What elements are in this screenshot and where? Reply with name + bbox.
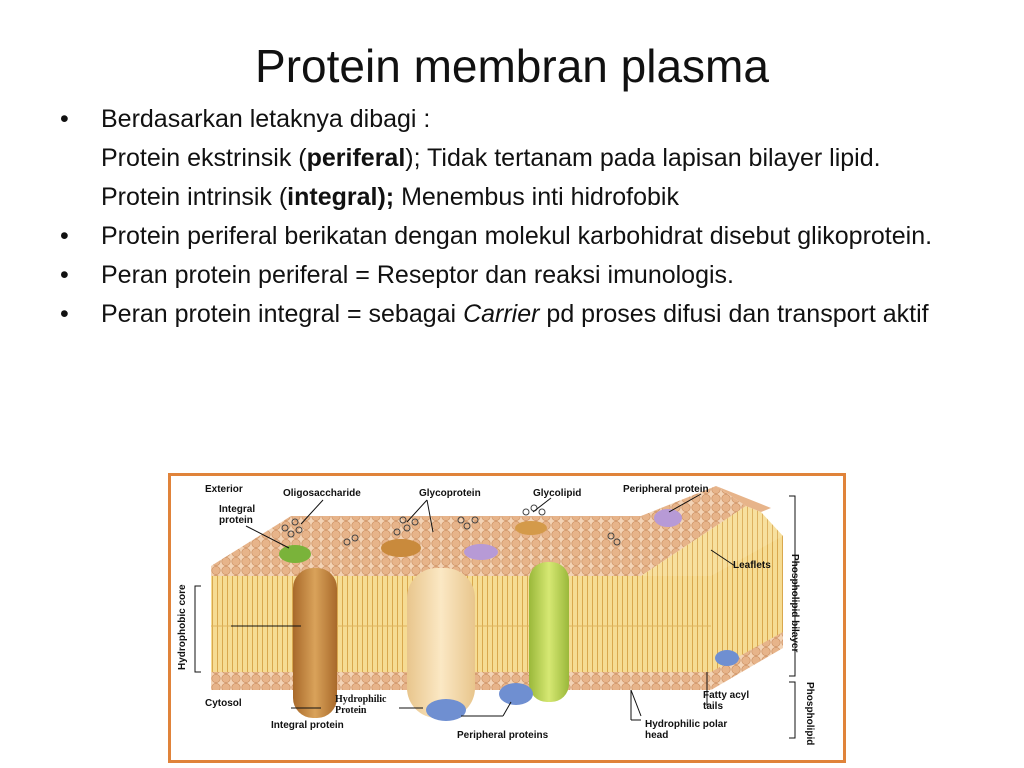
bullet-list: • Berdasarkan letaknya dibagi : Protein … [60,104,962,338]
bullet-text: Protein periferal berikatan dengan molek… [101,222,933,250]
label-hydrophobic-core: Hydrophobic core [177,584,188,670]
bullet-item: • Peran protein periferal = Reseptor dan… [60,260,962,291]
label-integral-protein-bottom: Integral protein [271,720,344,731]
brackets [194,495,796,739]
bold-term-periferal: periferal [306,144,406,172]
label-integral-protein-top-1: Integral [219,504,256,515]
integral-protein-green [529,562,569,702]
sub-text: Protein ekstrinsik ( [101,144,307,172]
inner-head-surface-right [711,632,783,690]
label-oligosaccharide: Oligosaccharide [283,488,361,499]
label-cytosol: Cytosol [205,698,242,709]
label-phospholipid-bilayer: Phospholipid bilayer [789,554,800,653]
sub-text: ); Tidak tertanam pada lapisan bilayer l… [405,144,881,172]
bullet-text-part: Peran protein integral = sebagai [101,300,464,328]
peripheral-protein-blue-1 [426,699,466,721]
peripheral-protein-purple-2 [654,509,682,527]
label-hydrophilic-protein-1: Hydrophilic [335,694,387,705]
label-phospholipid: Phospholipid [804,682,815,746]
sub-text: Protein intrinsik ( [101,183,288,211]
slide-title: Protein membran plasma [255,40,769,92]
bullet-dot: • [60,261,69,289]
label-peripheral-protein: Peripheral protein [623,484,709,495]
label-fatty-acyl-2: tails [703,701,724,712]
bullet-dot: • [60,300,69,328]
italic-term-carrier: Carrier [463,300,540,328]
sub-text: Menembus inti hidrofobik [394,183,679,211]
peripheral-protein-blue-3 [715,650,739,666]
bold-term-integral: integral); [287,183,395,211]
pointer-lines [231,493,736,721]
outer-head-surface [211,486,746,576]
sub-item-extrinsic: Protein ekstrinsik (periferal); Tidak te… [60,143,962,174]
curled-leaflet-heads [716,486,771,512]
membrane-illustration [194,486,796,739]
bullet-dot: • [60,222,69,250]
bullet-dot: • [60,105,69,133]
label-glycolipid: Glycolipid [533,488,582,499]
label-fatty-acyl-1: Fatty acyl [703,690,750,701]
bullet-text-part: pd proses difusi dan transport aktif [539,300,929,328]
peripheral-protein-blue-2 [499,683,533,705]
label-peripheral-proteins: Peripheral proteins [457,730,549,741]
bullet-item: • Protein periferal berikatan dengan mol… [60,221,962,252]
integral-protein-pale [407,568,475,718]
label-exterior: Exterior [205,484,243,495]
tails-layer-right [711,536,783,676]
bullet-text: Berdasarkan letaknya dibagi : [101,105,431,133]
bullet-item: • Berdasarkan letaknya dibagi : [60,104,962,135]
bullet-text: Peran protein periferal = Reseptor dan r… [101,261,734,289]
label-hydrophilic-polar-2: head [645,730,669,741]
glycoprotein-body [381,539,421,557]
sub-item-intrinsic: Protein intrinsik (integral); Menembus i… [60,182,962,213]
label-integral-protein-top-2: protein [219,515,253,526]
peripheral-protein-green [279,545,311,563]
bullet-text: Peran protein integral = sebagai Carrier… [101,300,929,328]
bullet-item: • Peran protein integral = sebagai Carri… [60,299,962,330]
integral-protein-brown [293,568,337,718]
label-leaflets: Leaflets [733,560,771,571]
label-hydrophilic-polar-1: Hydrophilic polar [645,719,728,730]
label-glycoprotein: Glycoprotein [419,488,481,499]
membrane-diagram: Exterior Oligosaccharide Glycoprotein Gl… [168,473,846,763]
glycolipid-protein [515,521,547,535]
peripheral-protein-purple-1 [464,544,498,560]
label-hydrophilic-protein-2: Protein [335,705,367,716]
